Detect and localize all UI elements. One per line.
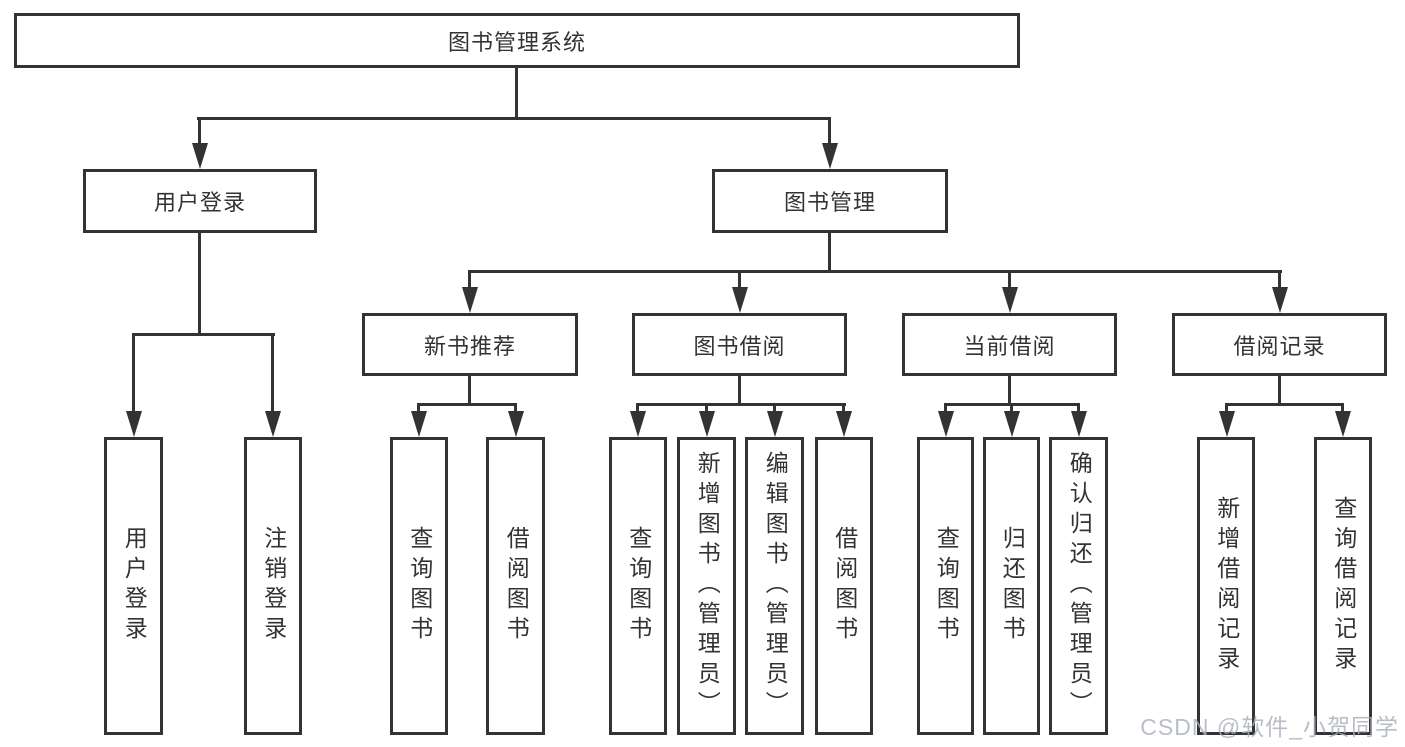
leaf-query-books-1: 查询图书: [390, 437, 448, 735]
node-user-login-label: 用户登录: [153, 190, 246, 215]
connector-recommend-drop-2: [514, 403, 517, 415]
node-current-borrow-label: 当前借阅: [963, 333, 1056, 359]
leaf-add-books-admin-label: 新增图书（管理员）: [694, 451, 721, 721]
leaf-borrow-books-1-label: 借阅图书: [503, 526, 530, 646]
node-new-book-recommend-label: 新书推荐: [423, 333, 516, 359]
node-current-borrow: 当前借阅: [902, 313, 1117, 376]
connector-records-stub: [1278, 376, 1281, 406]
leaf-user-login-label: 用户登录: [121, 526, 148, 646]
arrow-down-icon: [699, 411, 715, 437]
leaf-logout-label: 注销登录: [260, 526, 287, 646]
node-borrow-records: 借阅记录: [1172, 313, 1387, 376]
node-book-borrow: 图书借阅: [632, 313, 847, 376]
connector-borrow-drop-2: [705, 403, 708, 415]
connector-current-drop-2: [1010, 403, 1013, 415]
leaf-query-borrow-record-label: 查询借阅记录: [1330, 496, 1357, 676]
arrow-down-icon: [411, 411, 427, 437]
connector-recommend-drop-1: [417, 403, 420, 415]
node-borrow-records-label: 借阅记录: [1233, 333, 1326, 359]
leaf-add-books-admin: 新增图书（管理员）: [677, 437, 736, 735]
leaf-confirm-return-admin-label: 确认归还（管理员）: [1066, 451, 1093, 721]
arrow-down-icon: [1335, 411, 1351, 437]
arrow-down-icon: [1004, 411, 1020, 437]
connector-recommend-stub: [468, 376, 471, 406]
arrow-down-icon: [732, 287, 748, 313]
leaf-query-books-2-label: 查询图书: [625, 526, 652, 646]
connector-borrow-rail: [636, 403, 846, 406]
connector-records-drop-2: [1341, 403, 1344, 415]
leaf-return-books-label: 归还图书: [999, 526, 1026, 646]
connector-root-rail: [197, 117, 831, 120]
leaf-add-borrow-record: 新增借阅记录: [1197, 437, 1255, 735]
connector-borrow-drop-3: [773, 403, 776, 415]
arrow-down-icon: [126, 411, 142, 437]
leaf-logout: 注销登录: [244, 437, 302, 735]
node-root-library-system: 图书管理系统: [14, 13, 1020, 68]
watermark-text: CSDN @软件_小贺同学: [1140, 714, 1399, 740]
connector-current-drop-1: [944, 403, 947, 415]
arrow-down-icon: [630, 411, 646, 437]
leaf-query-borrow-record: 查询借阅记录: [1314, 437, 1372, 735]
leaf-query-books-1-label: 查询图书: [406, 526, 433, 646]
connector-records-rail: [1225, 403, 1344, 406]
leaf-add-borrow-record-label: 新增借阅记录: [1213, 496, 1240, 676]
connector-records-drop-1: [1225, 403, 1228, 415]
node-book-management-label: 图书管理: [783, 190, 876, 215]
arrow-down-icon: [767, 411, 783, 437]
connector-borrow-drop-1: [636, 403, 639, 415]
connector-borrow-drop-4: [842, 403, 845, 415]
arrow-down-icon: [1272, 287, 1288, 313]
connector-bookmgmt-stub: [828, 233, 831, 273]
node-root-label: 图书管理系统: [447, 29, 586, 55]
node-book-management: 图书管理: [712, 169, 948, 233]
arrow-down-icon: [822, 143, 838, 169]
connector-bookmgmt-drop-1: [468, 270, 471, 290]
connector-bookmgmt-rail: [468, 270, 1282, 273]
leaf-edit-books-admin-label: 编辑图书（管理员）: [762, 451, 789, 721]
connector-current-drop-3: [1077, 403, 1080, 415]
node-user-login: 用户登录: [83, 169, 317, 233]
leaf-query-books-3: 查询图书: [917, 437, 974, 735]
arrow-down-icon: [1219, 411, 1235, 437]
connector-borrow-stub: [738, 376, 741, 406]
leaf-borrow-books-1: 借阅图书: [486, 437, 545, 735]
arrow-down-icon: [836, 411, 852, 437]
arrow-down-icon: [1071, 411, 1087, 437]
node-new-book-recommend: 新书推荐: [362, 313, 578, 376]
arrow-down-icon: [938, 411, 954, 437]
connector-userlogin-drop-2: [271, 333, 274, 413]
arrow-down-icon: [1002, 287, 1018, 313]
leaf-borrow-books-2: 借阅图书: [815, 437, 873, 735]
connector-root-drop-left: [198, 117, 201, 145]
arrow-down-icon: [192, 143, 208, 169]
arrow-down-icon: [508, 411, 524, 437]
connector-userlogin-stub: [198, 233, 201, 336]
connector-current-stub: [1008, 376, 1011, 406]
leaf-return-books: 归还图书: [983, 437, 1040, 735]
connector-recommend-rail: [417, 403, 517, 406]
leaf-query-books-2: 查询图书: [609, 437, 667, 735]
arrow-down-icon: [462, 287, 478, 313]
leaf-query-books-3-label: 查询图书: [933, 526, 960, 646]
leaf-borrow-books-2-label: 借阅图书: [831, 526, 858, 646]
connector-bookmgmt-drop-3: [1008, 270, 1011, 290]
connector-bookmgmt-drop-2: [738, 270, 741, 290]
connector-root-drop-right: [828, 117, 831, 145]
connector-bookmgmt-drop-4: [1278, 270, 1281, 290]
connector-userlogin-drop-1: [132, 333, 135, 413]
node-book-borrow-label: 图书借阅: [693, 333, 786, 359]
leaf-confirm-return-admin: 确认归还（管理员）: [1049, 437, 1108, 735]
leaf-user-login: 用户登录: [104, 437, 163, 735]
arrow-down-icon: [265, 411, 281, 437]
connector-root-stub: [515, 68, 518, 120]
connector-userlogin-rail: [132, 333, 275, 336]
leaf-edit-books-admin: 编辑图书（管理员）: [745, 437, 804, 735]
